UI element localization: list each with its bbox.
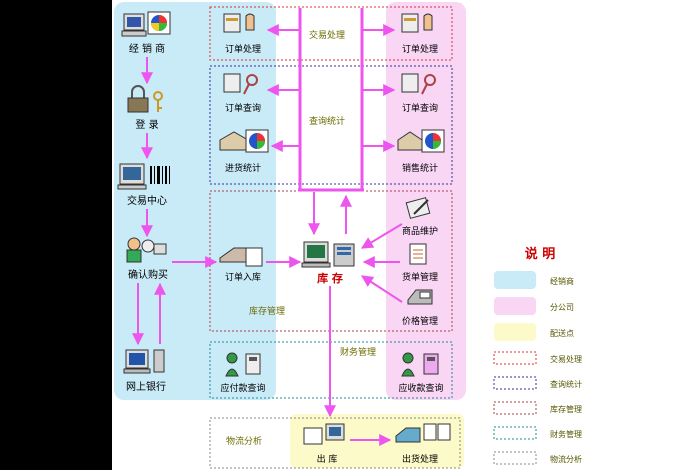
logistics-box <box>209 417 461 469</box>
legend-swatch-transaction <box>493 351 537 365</box>
transaction-title: 交易处理 <box>309 29 345 41</box>
branch-order-query-icon <box>401 73 436 95</box>
legend-swatch-branch <box>494 297 536 315</box>
pie-chart-icon <box>147 11 171 35</box>
distributor-label: 经 销 商 <box>129 42 165 55</box>
order-query-icon <box>223 73 258 95</box>
shipping-process-label: 出货处理 <box>402 453 438 465</box>
lock-icon <box>127 85 149 113</box>
legend-swatch-query <box>493 376 537 390</box>
legend-label-finance: 财务管理 <box>550 429 582 439</box>
product-maintenance-label: 商品维护 <box>402 225 438 237</box>
product-maintenance-icon <box>405 197 431 219</box>
order-storage-icon <box>219 247 263 267</box>
barcode-icon <box>150 166 170 184</box>
legend-title: 说 明 <box>525 246 556 262</box>
shipping-doc-icon <box>409 243 427 265</box>
shipping-process-icon <box>395 423 451 443</box>
distributor-region <box>114 2 276 400</box>
online-bank-label: 网上银行 <box>126 380 166 393</box>
payable-icon <box>225 352 261 377</box>
price-management-icon <box>407 289 433 305</box>
arrow-price-inventory <box>360 275 403 303</box>
logistics-title: 物流分析 <box>226 435 262 447</box>
key-icon <box>153 91 163 112</box>
payable-query-label: 应付款查询 <box>220 382 265 394</box>
sales-stats-label: 销售统计 <box>402 162 438 174</box>
receivable-query-label: 应收款查询 <box>398 382 443 394</box>
purchase-stats-icon <box>219 129 269 153</box>
legend-label-branch: 分公司 <box>550 303 574 312</box>
legend-page <box>588 0 700 470</box>
buyer-icon <box>126 237 167 263</box>
legend-label-logistics: 物流分析 <box>550 454 582 464</box>
left-order-query-label: 订单查询 <box>225 102 261 114</box>
trading-center-label: 交易中心 <box>127 194 167 207</box>
legend-swatch-finance <box>493 426 537 440</box>
legend-label-query: 查询统计 <box>550 379 582 389</box>
receivable-icon <box>401 352 439 377</box>
arrow-maintenance-inventory <box>360 223 403 249</box>
legend-label-distributor: 经销商 <box>550 276 574 286</box>
shipping-doc-label: 货单管理 <box>402 271 438 283</box>
left-order-processing-label: 订单处理 <box>225 43 261 55</box>
confirm-purchase-label: 确认购买 <box>128 268 168 281</box>
price-management-label: 价格管理 <box>402 315 438 327</box>
legend-label-transaction: 交易处理 <box>550 354 582 364</box>
query-title: 查询统计 <box>309 115 345 127</box>
legend-swatch-logistics <box>493 451 537 465</box>
order-storage-label: 订单入库 <box>225 271 261 283</box>
right-order-processing-label: 订单处理 <box>402 43 438 55</box>
bank-computer-icon <box>123 349 165 374</box>
legend-swatch-inventory <box>493 401 537 415</box>
legend-label-inventory: 库存管理 <box>550 404 582 414</box>
branch-order-processing-icon <box>401 13 433 33</box>
outbound-label: 出 库 <box>317 453 338 465</box>
inventory-title: 库存管理 <box>249 305 285 317</box>
purchase-stats-label: 进货统计 <box>225 162 261 174</box>
legend-swatch-delivery <box>494 323 536 341</box>
trading-computer-icon <box>117 163 147 190</box>
legend-swatch-distributor <box>494 271 536 289</box>
legend-label-delivery: 配送点 <box>550 328 574 338</box>
inventory-center-label: 库 存 <box>317 271 343 285</box>
sales-stats-icon <box>397 129 445 153</box>
right-order-query-label: 订单查询 <box>402 102 438 114</box>
computer-icon <box>121 13 147 37</box>
transaction-box <box>209 6 453 61</box>
outbound-icon <box>303 423 345 445</box>
order-processing-icon <box>223 13 255 33</box>
query-box <box>209 65 453 185</box>
finance-title: 财务管理 <box>340 346 376 358</box>
login-label: 登 录 <box>135 118 158 131</box>
inventory-computer-icon <box>301 241 355 268</box>
